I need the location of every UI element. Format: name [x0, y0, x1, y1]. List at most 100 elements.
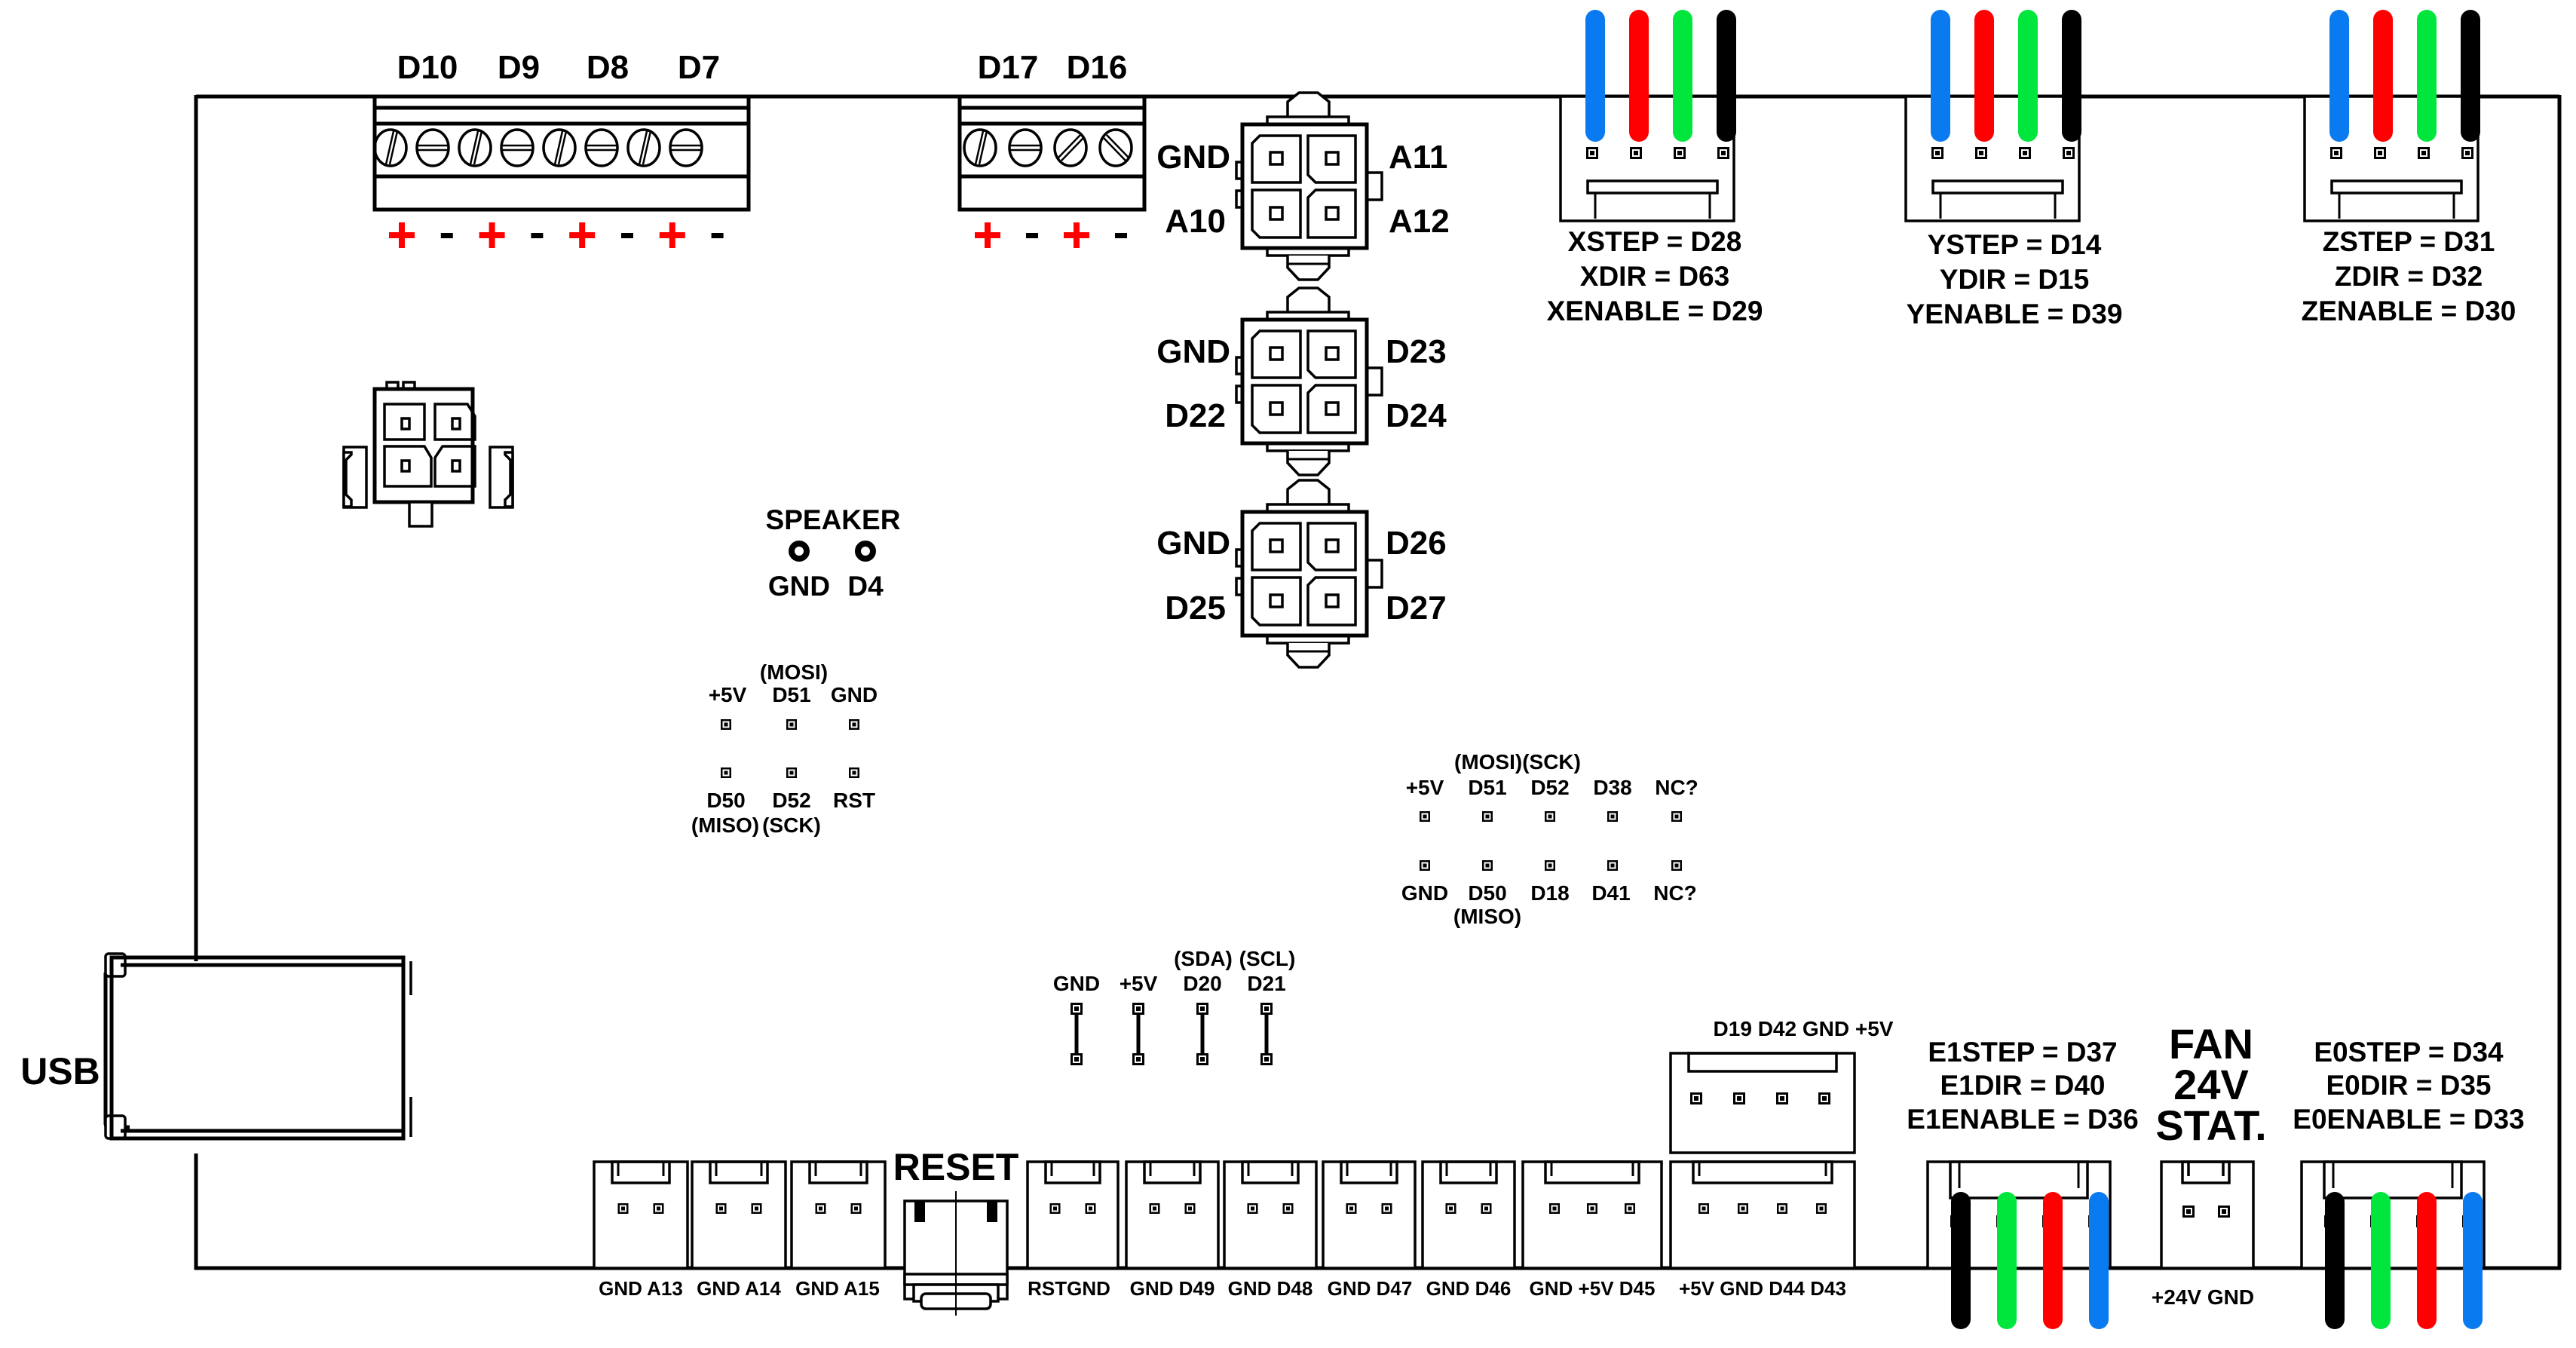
power-molex-connector — [342, 381, 514, 528]
molex-pin — [1325, 206, 1340, 221]
molex-pin — [1269, 401, 1284, 416]
pin-pad — [1381, 1203, 1392, 1214]
pin-pad — [1586, 147, 1598, 159]
pin-pad — [1690, 1092, 1702, 1104]
molex-pin — [1269, 538, 1284, 553]
pin-pad — [1481, 1203, 1492, 1214]
stepper-connector-e1 — [1926, 1160, 2112, 1329]
screw-icon — [542, 128, 577, 167]
pin-pad — [1630, 147, 1642, 159]
i2c-note-scl: (SCL) — [1239, 947, 1296, 970]
isp-right-bottom-pin-2: D18 — [1530, 881, 1569, 905]
pin-pad — [1482, 811, 1493, 822]
pin-pad — [721, 719, 731, 730]
jst-connector: GND D49 — [1125, 1160, 1220, 1300]
stepper-connector-z — [2303, 10, 2480, 222]
header-d19-label: D19 D42 GND +5V — [1714, 1017, 1894, 1040]
molex-0-left-bottom: A10 — [1165, 203, 1226, 240]
fan-pins-label: +24V GND — [2152, 1285, 2254, 1309]
pin-pad — [1420, 811, 1430, 822]
pin-pad — [1247, 1203, 1258, 1214]
isp-header-right: (MOSI)(SCK) +5V D51 D52 D38 NC? GND D50 … — [1401, 750, 1698, 928]
pin-pad — [721, 767, 731, 778]
jst-connector: GND A14 — [691, 1160, 787, 1300]
stepper-e0-dir: E0DIR = D35 — [2326, 1070, 2491, 1101]
fan-title-line-1: 24V — [2173, 1061, 2249, 1108]
connector-pin-label: GND A15 — [795, 1277, 880, 1300]
stepper-x-dir: XDIR = D63 — [1580, 261, 1729, 292]
pin-pad — [1674, 147, 1686, 159]
isp-left-top-pin-1: D51 — [772, 683, 810, 706]
connector-pin-label: GND D49 — [1130, 1277, 1215, 1300]
stepper-e0-labels: E0STEP = D34 E0DIR = D35 E0ENABLE = D33 — [2293, 1037, 2524, 1135]
pin-pad — [849, 719, 859, 730]
pin-pad — [2019, 147, 2031, 159]
terminal-label-d9: D9 — [498, 49, 540, 86]
pin-pad — [1196, 1003, 1208, 1015]
stepper-x-enable: XENABLE = D29 — [1547, 296, 1763, 326]
plus-icon — [479, 222, 505, 248]
fan-title-line-2: STAT. — [2155, 1101, 2266, 1149]
molex-pin — [1325, 401, 1340, 416]
i2c-pin-gnd: GND — [1053, 972, 1100, 995]
isp-left-miso-note: (MISO) — [691, 813, 759, 837]
screw-icon — [584, 128, 619, 167]
pin-pad — [1816, 1203, 1827, 1214]
pin-pad — [653, 1203, 664, 1214]
pin-pad — [1607, 860, 1618, 871]
screw-icon — [415, 128, 450, 167]
molex-1-left-top: GND — [1156, 333, 1230, 370]
isp-header-left: (MOSI) +5V D51 GND D50 D52 RST (MISO) (S… — [691, 660, 878, 837]
jst-connector: GND D48 — [1223, 1160, 1318, 1300]
isp-left-bottom-pin-2: RST — [833, 789, 875, 812]
pin-pad — [1420, 860, 1430, 871]
isp-right-bottom-pin-4: NC? — [1653, 881, 1697, 905]
stepper-connector-x — [1559, 10, 1736, 222]
molex-0-right-top: A11 — [1389, 139, 1447, 176]
screw-icon — [1008, 128, 1043, 167]
stepper-e1-dir: E1DIR = D40 — [1940, 1070, 2105, 1101]
pin-pad — [1071, 1053, 1083, 1065]
molex-0-left-top: GND — [1156, 139, 1230, 176]
reset-label: RESET — [893, 1146, 1019, 1188]
connector-pin-label: GND A14 — [697, 1277, 781, 1300]
pin-pad — [1671, 811, 1682, 822]
screw-icon — [626, 128, 661, 167]
stepper-e1-enable: E1ENABLE = D36 — [1907, 1104, 2138, 1135]
minus-icon — [621, 233, 633, 238]
molex-2-left-top: GND — [1156, 525, 1230, 562]
pin-pad — [2330, 147, 2342, 159]
molex-2-right-bottom: D27 — [1386, 590, 1447, 627]
pin-pad — [1149, 1203, 1160, 1214]
molex-2-left-bottom: D25 — [1165, 590, 1226, 627]
molex-connector-a10-a12 — [1235, 91, 1383, 281]
molex-pin — [1325, 346, 1340, 361]
pin-pad — [1549, 1203, 1560, 1214]
jst-connector: GND D46 — [1421, 1160, 1516, 1300]
stepper-z-enable: ZENABLE = D30 — [2302, 296, 2516, 326]
isp-right-top-notes: (MOSI)(SCK) — [1454, 750, 1581, 774]
speaker-pin-d4: D4 — [847, 571, 884, 602]
pin-pad — [2218, 1206, 2230, 1218]
isp-right-miso-note: (MISO) — [1453, 905, 1521, 928]
pin-pad — [1698, 1203, 1709, 1214]
isp-right-bottom-pin-3: D41 — [1591, 881, 1630, 905]
usb-connector: USB — [20, 952, 412, 1141]
pin-pad — [1776, 1092, 1788, 1104]
pin-pad — [1931, 147, 1943, 159]
pin-pad — [1482, 860, 1493, 871]
pin-pad — [1282, 1203, 1294, 1214]
jst-connector: +5V GND D44 D43 — [1669, 1160, 1856, 1300]
jst-connector: RSTGND — [1026, 1160, 1120, 1300]
isp-right-bottom-pin-0: GND — [1401, 881, 1448, 905]
jst-connector: GND A15 — [790, 1160, 887, 1300]
stepper-e1-labels: E1STEP = D37 E1DIR = D40 E1ENABLE = D36 — [1907, 1037, 2138, 1135]
stepper-e0-step: E0STEP = D34 — [2314, 1037, 2504, 1068]
connector-pin-label: GND D46 — [1426, 1277, 1512, 1300]
plus-icon — [1064, 222, 1089, 248]
pin-pad — [1132, 1003, 1144, 1015]
reset-button: RESET — [893, 1146, 1019, 1316]
screw-icon — [1053, 128, 1088, 167]
